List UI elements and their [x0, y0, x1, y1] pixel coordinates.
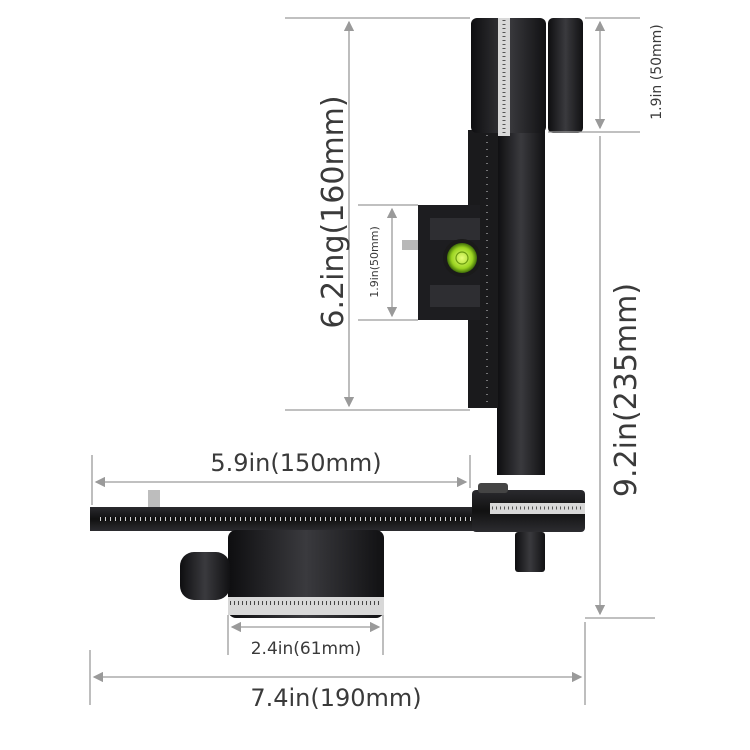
label-base-diameter: 2.4in(61mm) [251, 639, 362, 659]
rail-screw [148, 490, 160, 507]
panoramic-head-product [90, 18, 585, 618]
label-vertical-rail-height: 6.2ing(160mm) [316, 95, 351, 328]
vertical-arm [497, 130, 545, 475]
label-total-height: 9.2in(235mm) [609, 283, 644, 497]
label-head-knob-height: 1.9in (50mm) [649, 24, 665, 120]
dimension-lines [89, 17, 655, 705]
base-knob [180, 552, 230, 600]
top-knob [548, 18, 583, 133]
base-clamp [228, 530, 384, 618]
label-horizontal-rail-length: 5.9in(150mm) [210, 449, 381, 477]
lower-post [515, 532, 545, 572]
label-total-width: 7.4in(190mm) [250, 684, 421, 712]
mount-screw [402, 240, 418, 250]
label-clamp-height: 1.9in(50mm) [368, 226, 381, 298]
